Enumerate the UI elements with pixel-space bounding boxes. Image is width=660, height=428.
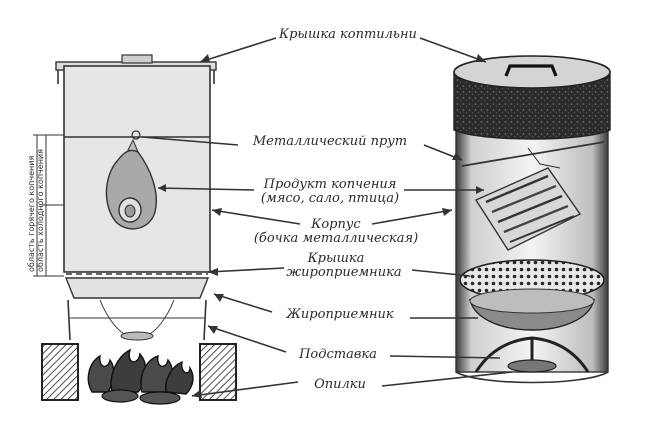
label-product-line1: Продукт копчения	[263, 177, 397, 192]
cold-zone-label: область холодного копчения	[36, 149, 45, 272]
label-sawdust: Опилки	[314, 377, 366, 392]
barrel-lid-handle	[504, 64, 558, 77]
left-lid-handle	[121, 54, 153, 64]
left-brick	[41, 343, 79, 401]
label-body-line2: (бочка металлическая)	[254, 231, 418, 246]
left-fat-catcher	[64, 277, 210, 299]
labels: Крышка коптильни Металлический прут Прод…	[141, 27, 513, 398]
label-fat-catcher: Жироприемник	[285, 307, 394, 322]
label-lid: Крышка коптильни	[278, 27, 417, 42]
label-product-line2: (мясо, сало, птица)	[261, 191, 399, 206]
fire-icon	[87, 348, 194, 405]
right-smoker	[453, 55, 611, 384]
label-body-line1: Корпус	[310, 217, 361, 232]
label-rod: Металлический прут	[252, 134, 407, 149]
zone-dimensions	[33, 134, 64, 277]
left-smoker: область горячего копчения область холодн…	[27, 54, 237, 405]
ham-icon	[105, 130, 157, 230]
barrel-lid-band	[453, 71, 611, 140]
label-fat-lid-line1: Крышка	[307, 251, 365, 266]
barrel-lid-top	[453, 55, 611, 89]
barrel-stand	[474, 336, 590, 373]
bacon-icon	[474, 167, 582, 251]
label-fat-lid-line2: жироприемника	[286, 265, 401, 280]
hot-zone-label: область горячего копчения	[27, 156, 36, 272]
label-stand: Подставка	[298, 347, 377, 362]
left-stand	[67, 299, 207, 341]
